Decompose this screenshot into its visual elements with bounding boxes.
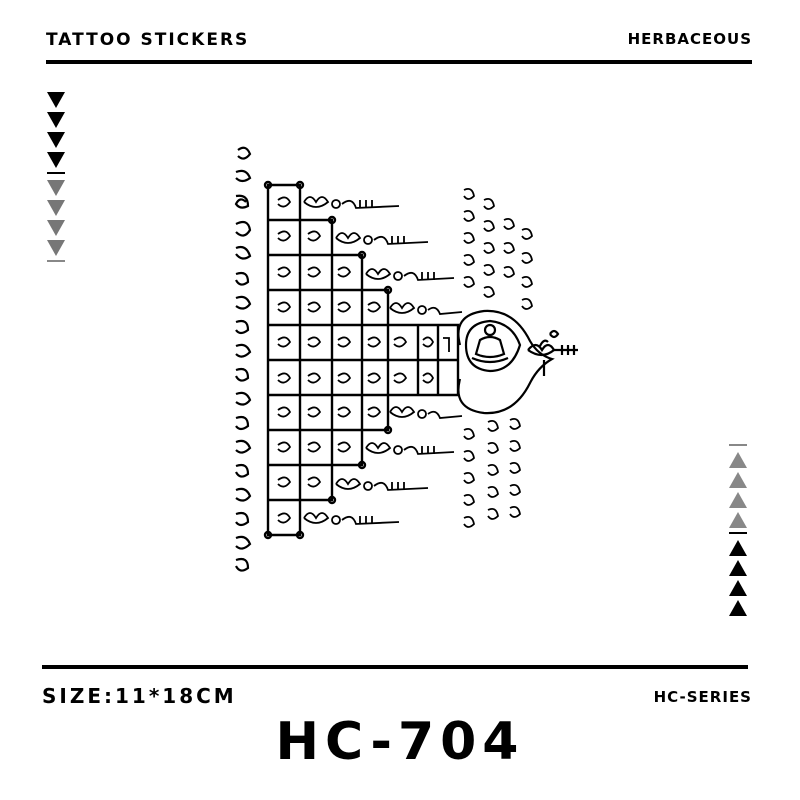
triangle-down-icon [47,200,65,216]
unalom-flourishes [303,196,463,525]
script-column-right-upper [463,187,533,310]
yantra-tattoo-artwork [228,140,588,580]
triangle-down-icon [47,240,65,256]
triangle-up-icon [729,580,747,596]
bottom-divider [42,665,748,669]
marker-dash [47,260,65,262]
triangle-down-icon [47,220,65,236]
marker-dash [729,532,747,534]
marker-dash [47,172,65,174]
product-code: HC-704 [275,712,525,772]
triangle-up-icon [729,540,747,556]
triangle-up-icon [729,492,747,508]
triangle-down-icon [47,132,65,148]
marker-dash [729,444,747,446]
triangle-down-icon [47,112,65,128]
triangle-up-icon [729,452,747,468]
yantra-grid [263,180,460,540]
brand-name: HERBACEOUS [627,30,752,48]
triangle-up-icon [729,512,747,528]
grid-glyphs [277,196,450,524]
triangle-up-icon [729,600,747,616]
size-label: SIZE:11*18CM [42,684,237,708]
buddha-halo [457,309,578,415]
triangle-down-icon [47,180,65,196]
left-marker-column [47,92,67,268]
header-title: TATTOO STICKERS [46,30,250,50]
triangle-up-icon [729,472,747,488]
triangle-down-icon [47,92,65,108]
script-column-left [234,146,252,572]
triangle-up-icon [729,560,747,576]
right-marker-column [729,442,749,620]
series-label: HC-SERIES [653,688,752,706]
script-column-right-lower [463,417,521,528]
triangle-down-icon [47,152,65,168]
top-divider [46,60,752,64]
